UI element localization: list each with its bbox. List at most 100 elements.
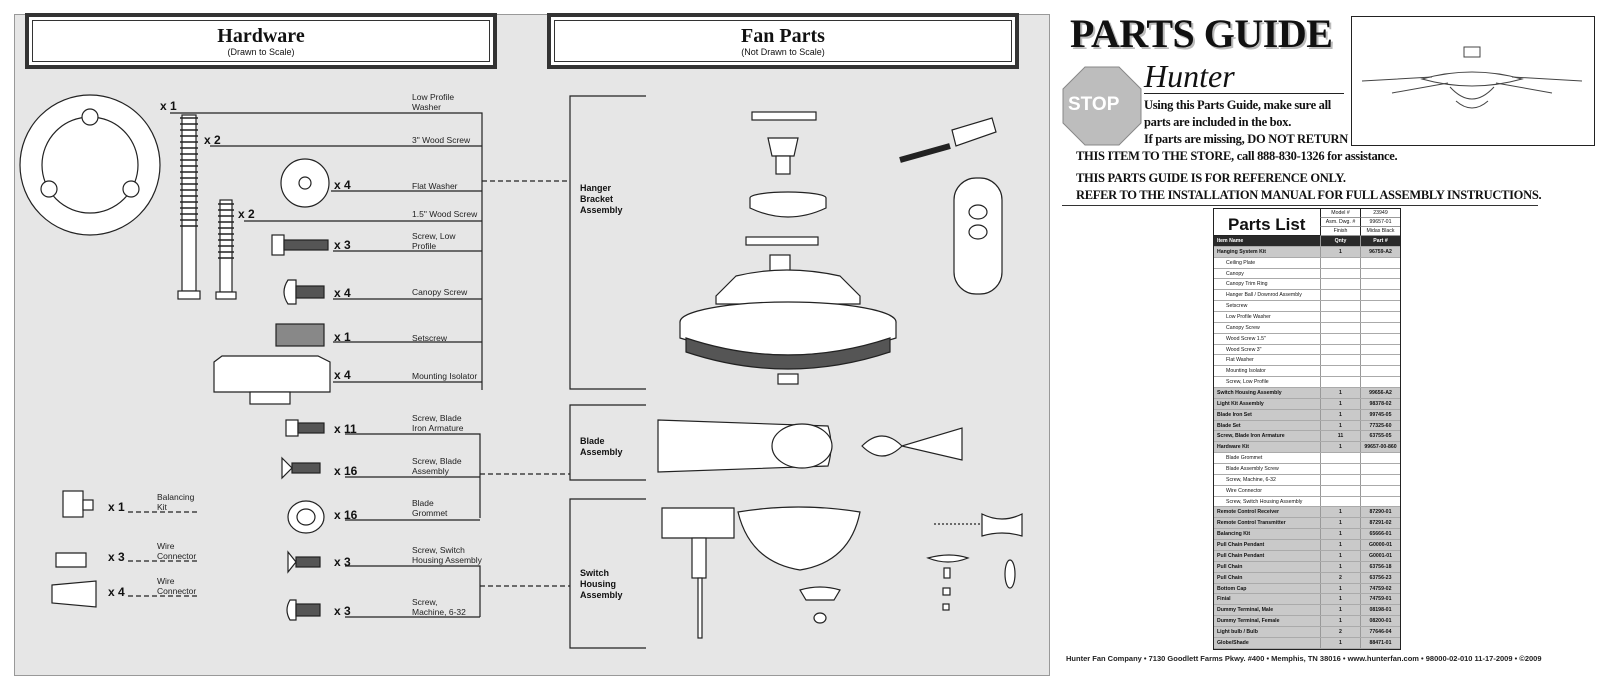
cell-name: Light Kit Assembly xyxy=(1217,400,1264,407)
label-setscrew: Setscrew xyxy=(412,333,447,343)
cell-name: Ceiling Plate xyxy=(1226,259,1256,266)
label-switch-housing-screw: Screw, Switch Housing Assembly xyxy=(412,545,482,565)
cell-name: Hardware Kit xyxy=(1217,444,1249,451)
qty-blade-grommet: x 16 xyxy=(334,508,358,522)
switch-housing-drawing xyxy=(661,507,735,639)
cell-name: Flat Washer xyxy=(1226,357,1254,364)
balancing-kit-drawing xyxy=(62,490,94,518)
cell-qty: 1 xyxy=(1320,518,1360,529)
bottom-cap-drawing xyxy=(799,586,841,624)
qty-canopy-screw: x 4 xyxy=(334,286,351,300)
parts-list-table: Parts List Model #23949 Asm. Dwg. #99657… xyxy=(1213,208,1401,650)
wood-screw-3-drawing xyxy=(177,114,201,300)
cell-name: Screw, Low Profile xyxy=(1226,379,1269,386)
instruction-line-2: parts are included in the box. xyxy=(1144,115,1292,129)
cell-part xyxy=(1360,474,1400,485)
cell-part: 88471-01 xyxy=(1360,637,1400,648)
pull-chain-drawing xyxy=(934,513,1023,537)
cell-qty: 1 xyxy=(1320,616,1360,626)
qty-machine-screw: x 3 xyxy=(334,604,351,618)
label-wire-connector-large: Wire Connector xyxy=(157,576,197,596)
cell-qty xyxy=(1320,257,1360,268)
meta-label: Asm. Dwg. # xyxy=(1320,218,1360,227)
machine-screw-drawing xyxy=(286,599,321,621)
qty-blade-armature-screw: x 11 xyxy=(334,422,357,436)
cell-qty: 1 xyxy=(1320,420,1360,431)
cell-name: Canopy Screw xyxy=(1226,324,1260,331)
label-flat-washer: Flat Washer xyxy=(412,181,458,191)
cell-part: 63756-18 xyxy=(1360,561,1400,572)
hunter-logo: Hunter xyxy=(1144,58,1235,94)
parts-guide-section: PARTS GUIDE STOP Hunter Using this Parts… xyxy=(1062,0,1600,691)
header-part: Part # xyxy=(1360,236,1400,246)
header-qnty: Qnty xyxy=(1320,236,1360,246)
flat-washer-drawing xyxy=(280,158,330,208)
cell-name: Remote Control Receiver xyxy=(1217,509,1279,516)
setscrew-drawing xyxy=(275,323,325,347)
meta-value: Midas Black xyxy=(1360,227,1400,236)
hardware-header: Hardware (Drawn to Scale) xyxy=(25,13,497,69)
light-shade-drawing xyxy=(737,506,861,571)
blade-grommet-drawing xyxy=(287,500,325,534)
cell-name: Globe/Shade xyxy=(1217,639,1249,646)
qty-setscrew: x 1 xyxy=(334,330,351,344)
cell-part xyxy=(1360,366,1400,377)
cell-part: 87290-01 xyxy=(1360,507,1400,518)
label-mounting-isolator: Mounting Isolator xyxy=(412,371,478,381)
low-profile-screw-drawing xyxy=(271,234,329,256)
cell-qty xyxy=(1320,366,1360,377)
blade-armature-screw-drawing xyxy=(285,419,325,437)
cell-qty xyxy=(1320,322,1360,333)
mounting-isolator-drawing xyxy=(213,355,331,405)
remote-transmitter-drawing xyxy=(953,177,1003,295)
meta-label: Model # xyxy=(1320,209,1360,218)
cell-qty xyxy=(1320,355,1360,366)
cell-name: Pull Chain Pendant xyxy=(1217,542,1265,549)
cell-part xyxy=(1360,257,1400,268)
instruction-line-6: REFER TO THE INSTALLATION MANUAL FOR FUL… xyxy=(1076,188,1542,202)
cell-name: Canopy Trim Ring xyxy=(1226,281,1268,288)
stop-text: STOP xyxy=(1068,94,1120,115)
cell-name: Pull Chain Pendant xyxy=(1217,552,1265,559)
canopy-screw-drawing xyxy=(283,279,325,305)
cell-part: 74759-01 xyxy=(1360,594,1400,605)
table-row: Ceiling Plate xyxy=(1214,257,1400,269)
cell-name: Screw, Blade Iron Armature xyxy=(1217,433,1285,440)
instruction-line-5: THIS PARTS GUIDE IS FOR REFERENCE ONLY. xyxy=(1076,171,1346,185)
cell-qty xyxy=(1320,377,1360,388)
cell-name: Switch Housing Assembly xyxy=(1217,390,1282,397)
cell-part: 08200-01 xyxy=(1360,616,1400,626)
qty-low-profile-washer: x 1 xyxy=(160,99,177,113)
table-row: Canopy xyxy=(1214,268,1400,280)
table-row: Setscrew xyxy=(1214,301,1400,313)
cell-part xyxy=(1360,453,1400,464)
cell-qty: 2 xyxy=(1320,626,1360,637)
group-switch-housing: Switch Housing Assembly xyxy=(580,568,623,600)
cell-part: 99745-05 xyxy=(1360,409,1400,420)
cell-name: Blade Assembly Screw xyxy=(1226,466,1279,473)
cell-qty: 1 xyxy=(1320,594,1360,605)
table-row: Canopy Trim Ring xyxy=(1214,279,1400,291)
group-blade-assembly: Blade Assembly xyxy=(580,436,623,457)
cell-qty xyxy=(1320,279,1360,290)
hardware-title: Hardware xyxy=(217,25,305,47)
cell-qty: 1 xyxy=(1320,540,1360,550)
hardware-subtitle: (Drawn to Scale) xyxy=(227,47,295,57)
cell-name: Pull Chain xyxy=(1217,574,1243,581)
cell-name: Balancing Kit xyxy=(1217,531,1251,538)
ceiling-plate-drawing xyxy=(19,94,161,236)
cell-part: 74759-02 xyxy=(1360,583,1400,594)
cell-part: 96759-A2 xyxy=(1360,246,1400,257)
table-row: Wire Connector xyxy=(1214,485,1400,497)
receiver-drawing xyxy=(899,117,997,163)
blade-iron-drawing xyxy=(861,427,963,461)
label-blade-assembly-screw: Screw, Blade Assembly xyxy=(412,456,462,476)
